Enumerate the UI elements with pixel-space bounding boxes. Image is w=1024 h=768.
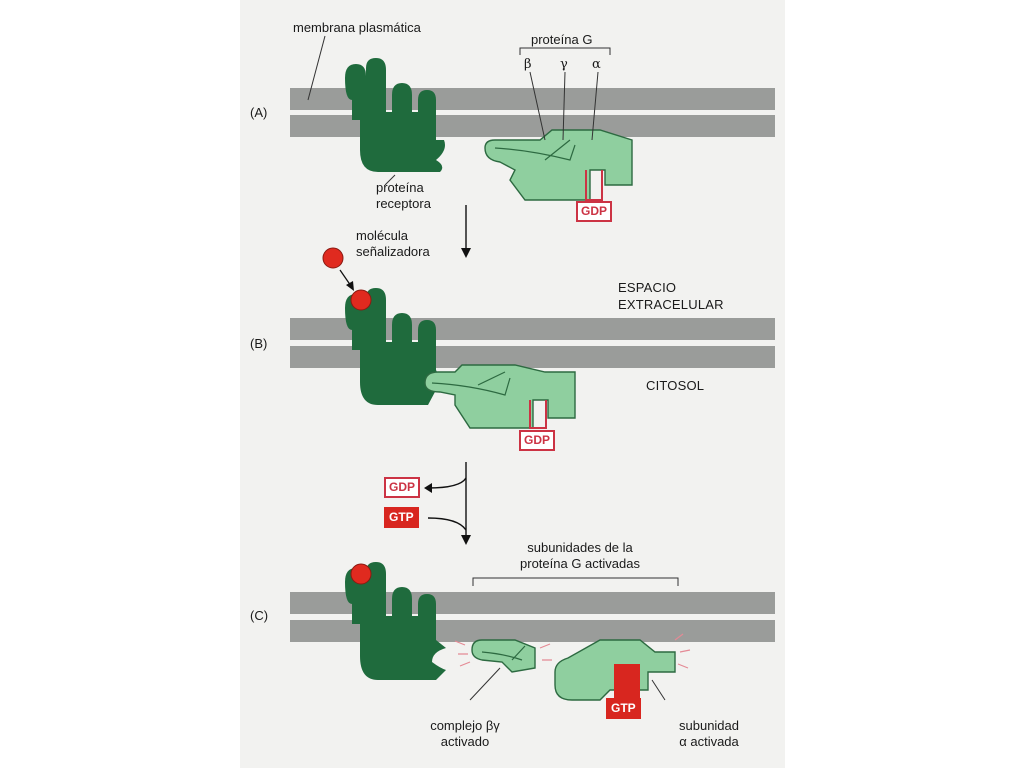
signal-molecule-arrow-head bbox=[346, 281, 354, 291]
panel-b-label: (B) bbox=[250, 336, 268, 351]
arrow-a-to-b-head bbox=[461, 248, 471, 258]
g-protein-bracket bbox=[519, 47, 611, 55]
gdp-badge-b: GDP bbox=[519, 430, 556, 451]
g-protein-b-inner bbox=[431, 371, 511, 396]
alpha-activated-label-line1: subunidad bbox=[679, 718, 739, 733]
gdp-release-curve bbox=[427, 477, 467, 489]
alpha-glow bbox=[674, 633, 691, 669]
g-protein-a bbox=[484, 129, 633, 201]
beta-gamma-complex bbox=[471, 639, 536, 673]
receptor-b bbox=[345, 288, 440, 405]
receptor-c bbox=[345, 562, 446, 680]
gtp-entry-curve bbox=[427, 517, 467, 531]
panel-a-label: (A) bbox=[250, 105, 268, 120]
receptor-a bbox=[345, 58, 445, 172]
cytosol-label: CITOSOL bbox=[646, 378, 705, 393]
beta-gamma-label-line1: complejo βγ bbox=[430, 718, 500, 733]
gtp-badge-c: GTP bbox=[606, 698, 641, 719]
gamma-label: γ bbox=[560, 57, 568, 72]
gtp-incoming-badge: GTP bbox=[384, 507, 419, 528]
receptor-pointer-line bbox=[384, 174, 396, 186]
receptor-label-line1: proteína bbox=[376, 180, 424, 195]
signal-molecule-free bbox=[322, 247, 344, 269]
complejo-pointer bbox=[469, 667, 501, 701]
gdp-badge-a: GDP bbox=[576, 201, 613, 222]
subunits-label-line1: subunidades de la bbox=[527, 540, 633, 555]
receptor-label-line2: receptora bbox=[376, 196, 431, 211]
gamma-pointer bbox=[562, 71, 566, 141]
beta-gamma-inner bbox=[481, 645, 526, 661]
subunits-label-line2: proteína G activadas bbox=[520, 556, 640, 571]
g-protein-a-inner bbox=[494, 139, 576, 161]
extracellular-label-line2: EXTRACELULAR bbox=[618, 297, 724, 312]
membrane-pointer-line bbox=[307, 35, 326, 101]
alpha-activated-label-line2: α activada bbox=[679, 734, 739, 749]
extracellular-label-line1: ESPACIO bbox=[618, 280, 677, 295]
beta-gamma-label-line2: activado bbox=[440, 734, 490, 749]
signal-molecule-label-line1: molécula bbox=[356, 228, 409, 243]
signal-molecule-label-line2: señalizadora bbox=[356, 244, 430, 259]
signal-molecule-bound-b bbox=[350, 289, 372, 311]
gdp-release-head bbox=[424, 483, 432, 493]
arrow-b-to-c-head bbox=[461, 535, 471, 545]
gdp-pocket-b bbox=[529, 400, 547, 429]
subunidades-bracket bbox=[472, 577, 679, 586]
g-protein-b bbox=[424, 364, 576, 429]
alpha-label: α bbox=[592, 57, 601, 72]
g-protein-label: proteína G bbox=[531, 32, 593, 47]
beta-label: β bbox=[524, 57, 532, 72]
membrane-label: membrana plasmática bbox=[293, 20, 421, 35]
gtp-pocket bbox=[614, 664, 640, 698]
subunidad-pointer bbox=[651, 679, 666, 701]
panel-c-label: (C) bbox=[250, 608, 269, 623]
gdp-pocket-a bbox=[585, 170, 603, 201]
gdp-released-badge: GDP bbox=[384, 477, 421, 498]
signal-molecule-bound-c bbox=[350, 563, 372, 585]
alpha-pointer bbox=[591, 71, 599, 141]
beta-pointer bbox=[529, 71, 546, 141]
beta-gamma-glow bbox=[454, 640, 552, 667]
